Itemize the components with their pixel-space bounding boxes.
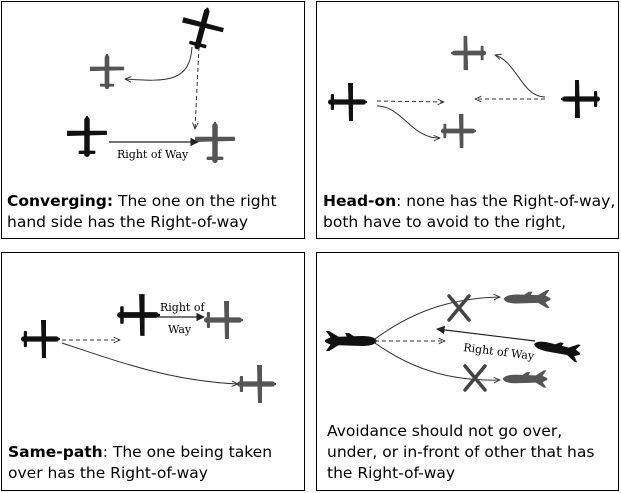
drone-bottom-right [502,370,548,388]
same-path-title: Same-path [8,443,103,461]
dashed-down-arrow [195,46,200,129]
plane-gray-right [204,301,243,339]
converging-text: The one on the right hand side has the R… [7,192,277,231]
right-of-way-arrow [436,325,536,342]
converging-title: Converging: [7,192,114,210]
avoidance-diagram: Right of Way [325,290,582,392]
avoid-down-arrow [376,105,440,138]
same-path-caption: Same-path: The one being taken over has … [8,442,304,484]
head-on-diagram [328,35,600,149]
drone-left [325,331,377,351]
plane-right [561,80,600,118]
plane-gray-right [195,122,235,163]
drone-middle-right [532,335,582,363]
head-on-title: Head-on [323,192,397,210]
plane-far-left [21,320,60,358]
cross-icon-bottom [463,364,487,392]
right-of-way-label: Right of Way [117,148,189,161]
converging-panel: Right of Way Converging: The one on the … [1,1,305,239]
right-of-way-label-line1: Right of [160,301,205,314]
avoidance-panel: Right of Way Avoidance should not go ove… [316,252,619,491]
converging-caption: Converging: The one on the right hand si… [7,191,303,233]
avoidance-caption: Avoidance should not go over, under, or … [327,422,595,482]
avoid-path-arrow [125,46,193,80]
head-on-panel: Head-on: none has the Right-of-way, both… [316,1,619,239]
same-path-diagram: Right of Way [21,294,276,403]
right-of-way-label: Right of Way [463,341,536,363]
same-path-panel: Right of Way Same-path: The one being ta… [1,252,305,491]
plane-left [328,83,367,121]
path-under-arrow [374,342,500,380]
overtake-path-arrow [61,342,238,384]
path-over-arrow [374,297,500,340]
head-on-caption: Head-on: none has the Right-of-way, both… [323,191,619,233]
plane-gray-bottom [237,365,276,403]
head-on-text: : none has the Right-of-way, both have t… [323,192,616,231]
plane-gray-left [89,54,125,90]
same-path-text: : The one being taken over has the Right… [8,443,273,482]
dashed-right-arrow [376,101,444,102]
plane-top-right [176,2,229,55]
drone-top-right [503,290,551,308]
plane-middle [117,294,160,336]
plane-bottom-left [67,116,107,157]
right-of-way-label-line2: Way [168,323,192,336]
avoid-up-arrow [495,55,546,98]
cross-icon-top [447,294,471,322]
plane-gray-top [451,35,487,71]
plane-gray-bottom [440,113,476,149]
converging-diagram: Right of Way [67,2,235,163]
